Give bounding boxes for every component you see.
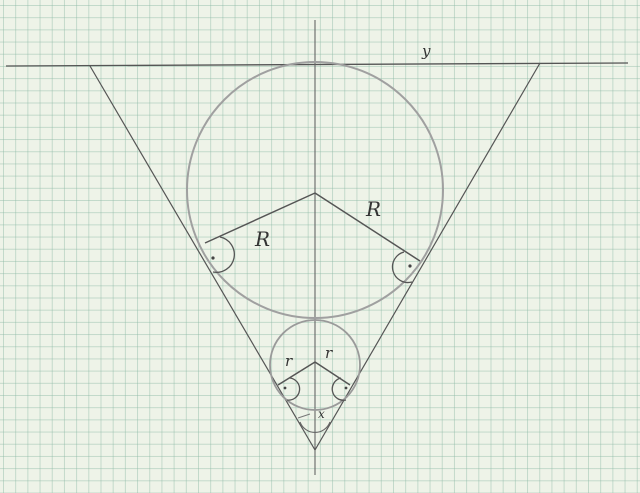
small-right-angle-dot-right	[344, 386, 348, 390]
top-horizontal-line	[5, 62, 629, 67]
label-small-radius-left: r	[285, 352, 293, 370]
right-angle-dot-right	[408, 264, 412, 268]
label-big-radius-left: R	[254, 227, 270, 251]
label-apex-angle: x	[318, 407, 325, 421]
apex-angle-arc	[299, 421, 331, 433]
small-right-angle-mark-left	[286, 377, 301, 401]
label-small-radius-right: r	[325, 344, 333, 362]
small-right-angle-dot-left	[283, 386, 287, 390]
big-radius-right-line	[314, 192, 421, 262]
small-radius-left-line	[277, 361, 316, 386]
right-angle-dot-left	[211, 256, 215, 260]
right-triangle-side	[314, 62, 541, 451]
big-radius-left-line	[204, 192, 316, 244]
right-angle-mark-right	[391, 251, 413, 284]
label-big-radius-right: R	[365, 197, 381, 221]
small-right-angle-mark-right	[331, 377, 347, 401]
small-radius-right-line	[314, 361, 351, 386]
label-top-line: y	[421, 42, 431, 60]
large-circle	[186, 61, 444, 319]
small-circle	[269, 319, 361, 411]
right-angle-mark-left	[212, 236, 235, 273]
left-triangle-side	[89, 65, 316, 451]
apex-angle-tick	[297, 413, 311, 419]
